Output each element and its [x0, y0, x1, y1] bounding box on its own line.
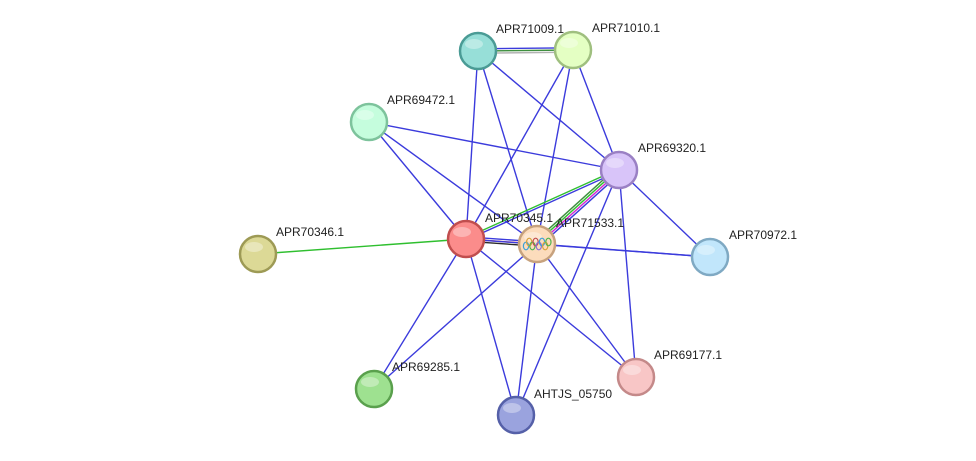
edge-line	[465, 238, 517, 416]
node-circle[interactable]	[349, 102, 389, 142]
node-apr70346-1[interactable]: APR70346.1	[238, 225, 344, 274]
node-highlight	[361, 377, 379, 387]
edge-line	[466, 170, 620, 241]
node-label: APR71009.1	[496, 22, 564, 36]
protein-helix	[545, 237, 552, 247]
node-highlight	[606, 158, 624, 168]
edge-apr70345-1-ahtjs-05750	[465, 238, 517, 416]
edge-apr69320-1-apr70345-1	[465, 168, 620, 241]
node-apr69472-1[interactable]: APR69472.1	[349, 93, 455, 142]
node-label: APR70345.1	[485, 211, 553, 225]
edge-apr71533-1-apr69285-1	[373, 243, 538, 390]
edge-apr70345-1-apr69177-1	[465, 238, 637, 378]
node-layer: APR71009.1 APR71010.1APR69472.1APR69320.1…	[238, 21, 797, 435]
node-apr69285-1[interactable]: APR69285.1	[354, 360, 460, 409]
node-circle[interactable]	[354, 369, 394, 409]
edge-line	[536, 243, 637, 378]
node-apr70972-1[interactable]: APR70972.1	[690, 228, 797, 277]
edge-apr69320-1-apr70972-1	[618, 169, 711, 258]
node-label: AHTJS_05750	[534, 387, 612, 401]
edge-line	[515, 169, 620, 416]
edge-line	[572, 49, 620, 171]
node-circle[interactable]	[446, 219, 486, 259]
edge-line	[618, 169, 637, 378]
edge-line	[368, 121, 538, 245]
edge-apr71533-1-ahtjs-05750	[515, 243, 538, 416]
node-label: APR71533.1	[556, 216, 624, 230]
edge-apr71009-1-apr71533-1	[477, 50, 538, 245]
node-circle[interactable]	[553, 30, 593, 70]
edge-apr70345-1-apr69285-1	[373, 238, 467, 390]
node-circle[interactable]	[496, 395, 536, 435]
edge-line	[465, 50, 479, 240]
edge-line	[368, 121, 467, 240]
node-highlight	[697, 245, 715, 255]
node-highlight	[245, 242, 263, 252]
node-highlight	[503, 403, 521, 413]
edge-apr69472-1-apr71533-1	[368, 121, 538, 245]
node-highlight	[560, 38, 578, 48]
protein-structure-icon	[522, 237, 552, 251]
edge-apr71010-1-apr70345-1	[465, 49, 574, 240]
edge-line	[477, 50, 620, 171]
node-highlight	[356, 110, 374, 120]
edge-line	[373, 238, 467, 390]
node-label: APR69285.1	[392, 360, 460, 374]
edge-apr69320-1-ahtjs-05750	[515, 169, 620, 416]
edge-line	[477, 50, 538, 245]
edge-apr71010-1-apr71533-1	[536, 49, 574, 245]
edge-line	[465, 168, 619, 239]
edge-line	[465, 49, 574, 240]
node-circle[interactable]	[616, 357, 656, 397]
edge-apr71533-1-apr70972-1	[536, 243, 711, 258]
node-highlight	[453, 227, 471, 237]
edge-apr71009-1-apr69320-1	[477, 50, 620, 171]
node-circle[interactable]	[458, 31, 498, 71]
node-apr71010-1[interactable]: APR71010.1	[553, 21, 660, 70]
edge-line	[257, 238, 467, 255]
edge-apr69472-1-apr69320-1	[368, 121, 620, 171]
node-circle[interactable]	[238, 234, 278, 274]
edge-apr71010-1-apr69320-1	[572, 49, 620, 171]
node-label: APR71010.1	[592, 21, 660, 35]
edge-apr69320-1-apr69177-1	[618, 169, 637, 378]
node-ahtjs-05750[interactable]: AHTJS_05750	[496, 387, 612, 435]
edge-line	[515, 243, 538, 416]
node-label: APR69472.1	[387, 93, 455, 107]
edge-line	[618, 169, 711, 258]
node-circle[interactable]	[599, 150, 639, 190]
edge-apr70345-1-apr70346-1	[257, 238, 467, 255]
node-circle[interactable]	[690, 237, 730, 277]
edge-line	[536, 49, 574, 245]
node-label: APR70346.1	[276, 225, 344, 239]
node-apr71009-1[interactable]: APR71009.1	[458, 22, 564, 71]
edge-apr71533-1-apr69177-1	[536, 243, 637, 378]
node-apr71533-1[interactable]: APR71533.1	[517, 216, 624, 264]
node-apr70345-1[interactable]: APR70345.1	[446, 211, 553, 259]
node-label: APR69320.1	[638, 141, 706, 155]
edge-apr71009-1-apr70345-1	[465, 50, 479, 240]
node-apr69177-1[interactable]: APR69177.1	[616, 348, 722, 397]
edge-apr69472-1-apr70345-1	[368, 121, 467, 240]
node-highlight	[465, 39, 483, 49]
edge-line	[536, 243, 711, 258]
edge-line	[368, 121, 620, 171]
node-highlight	[623, 365, 641, 375]
node-label: APR69177.1	[654, 348, 722, 362]
node-label: APR70972.1	[729, 228, 797, 242]
edge-line	[465, 238, 637, 378]
node-apr69320-1[interactable]: APR69320.1	[599, 141, 706, 190]
edge-line	[373, 243, 538, 390]
